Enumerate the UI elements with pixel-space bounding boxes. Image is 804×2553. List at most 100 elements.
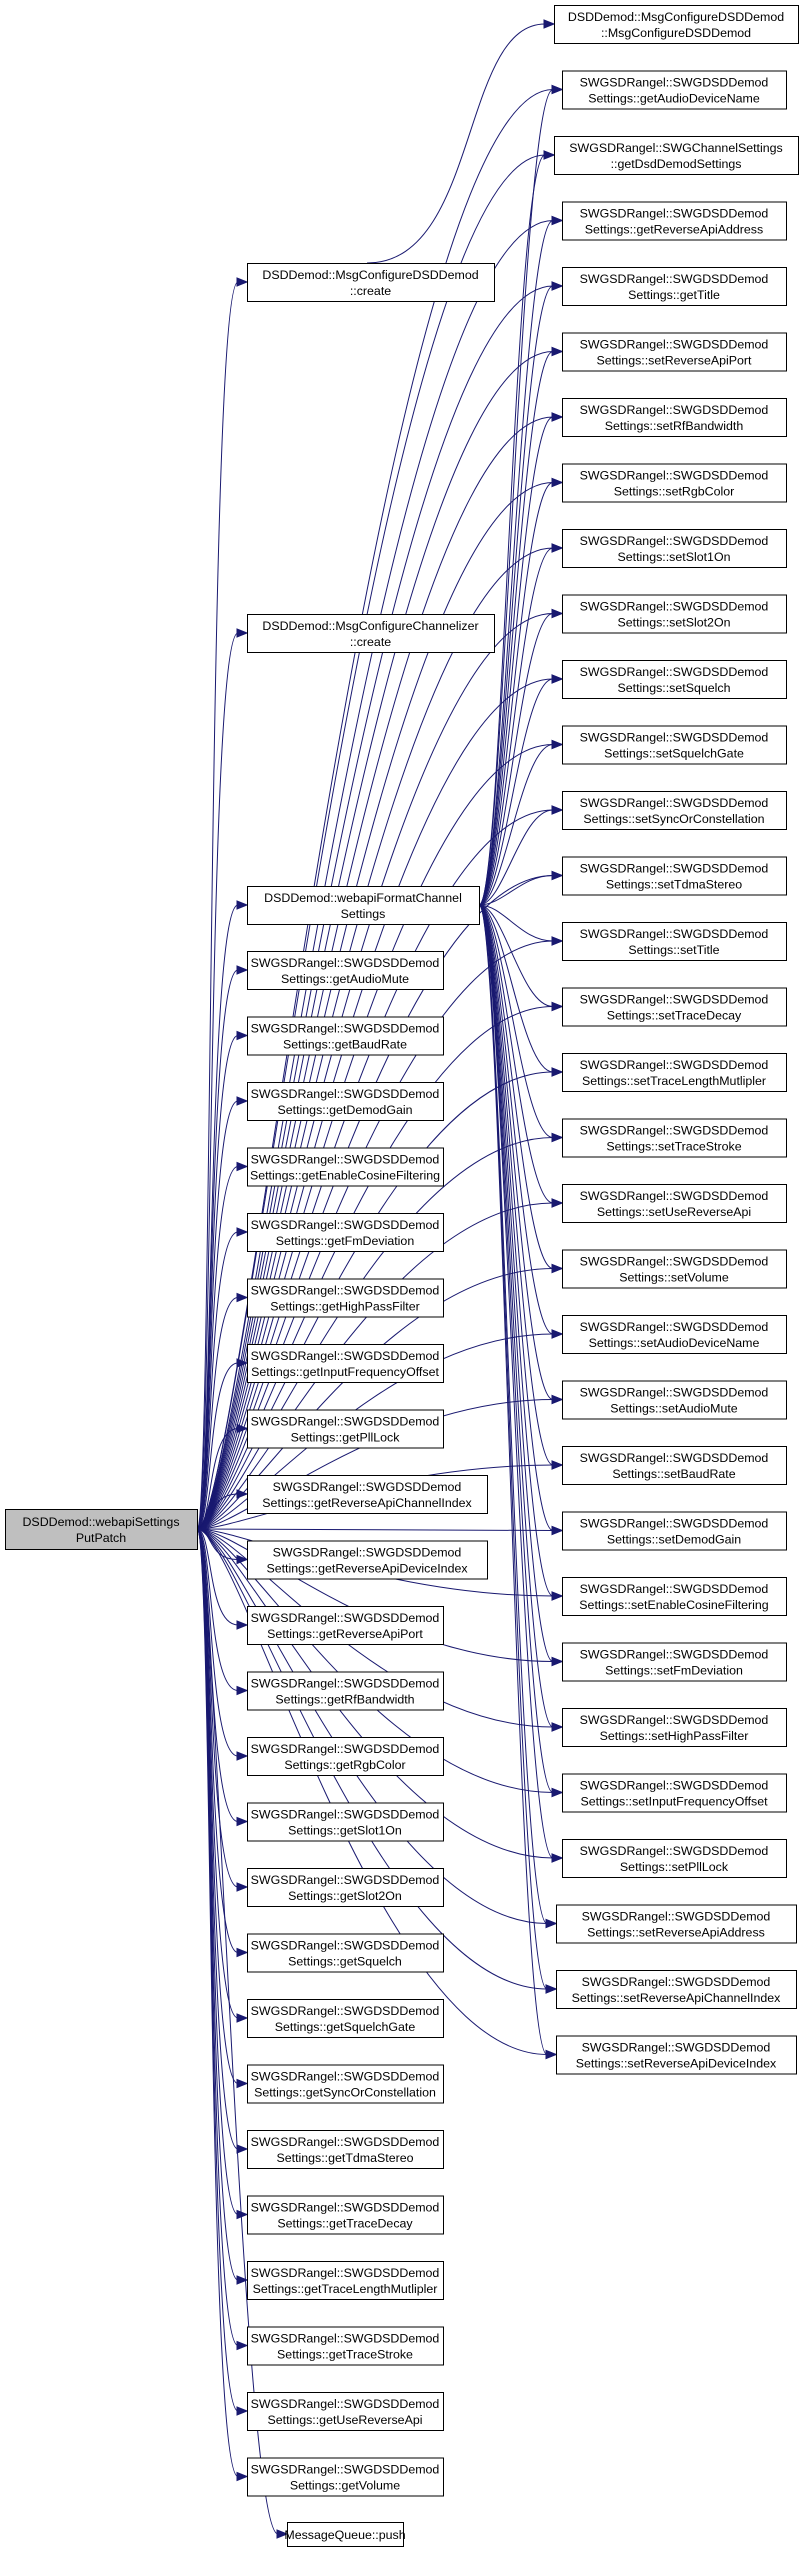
node-setinputfrequencyoffset[interactable]: SWGSDRangel::SWGDSDDemodSettings::setInp… bbox=[562, 1773, 787, 1813]
node-setenablecosinefiltering[interactable]: SWGSDRangel::SWGDSDDemodSettings::setEna… bbox=[562, 1577, 787, 1616]
node-getter-getreverseapichannelindex[interactable]: SWGSDRangel::SWGDSDDemodSettings::getRev… bbox=[247, 1475, 488, 1514]
node-getter-gettracelengthmutlipler[interactable]: SWGSDRangel::SWGDSDDemodSettings::getTra… bbox=[247, 2261, 444, 2300]
node-setsquelchgate[interactable]: SWGSDRangel::SWGDSDDemodSettings::setSqu… bbox=[562, 725, 787, 765]
node-getter-getrfbandwidth[interactable]: SWGSDRangel::SWGDSDDemodSettings::getRfB… bbox=[247, 1671, 444, 1711]
node-getdsddemodsettings-label-1: SWGSDRangel::SWGChannelSettings bbox=[569, 141, 782, 155]
node-setinputfrequencyoffset-box bbox=[562, 1773, 787, 1813]
node-getter-getaudiomute[interactable]: SWGSDRangel::SWGDSDDemodSettings::getAud… bbox=[247, 951, 444, 990]
node-setplllock[interactable]: SWGSDRangel::SWGDSDDemodSettings::setPll… bbox=[562, 1839, 787, 1878]
node-setreverseapiport[interactable]: SWGSDRangel::SWGDSDDemodSettings::setRev… bbox=[562, 332, 787, 372]
node-setfmdeviation[interactable]: SWGSDRangel::SWGDSDDemodSettings::setFmD… bbox=[562, 1642, 787, 1682]
node-setslot2on[interactable]: SWGSDRangel::SWGDSDDemodSettings::setSlo… bbox=[562, 594, 787, 634]
edge-format-to-node-setbaudrate bbox=[478, 904, 554, 1466]
node-sethighpassfilter-label-2: Settings::setHighPassFilter bbox=[600, 1729, 749, 1743]
node-getter-gettracedecay-label-2: Settings::getTraceDecay bbox=[277, 2217, 413, 2231]
node-setsyncorconstellation[interactable]: SWGSDRangel::SWGDSDDemodSettings::setSyn… bbox=[562, 791, 787, 830]
edge-format-to-node-setsquelchgate-arrowhead bbox=[551, 739, 564, 750]
node-getter-getrfbandwidth-label-1: SWGSDRangel::SWGDSDDemod bbox=[251, 1677, 440, 1691]
node-settracelengthmutlipler-label-1: SWGSDRangel::SWGDSDDemod bbox=[580, 1058, 769, 1072]
node-setreverseapiaddress[interactable]: SWGSDRangel::SWGDSDDemodSettings::setRev… bbox=[556, 1904, 797, 1944]
node-setbaudrate-label-2: Settings::setBaudRate bbox=[612, 1467, 735, 1481]
node-setdemodgain[interactable]: SWGSDRangel::SWGDSDDemodSettings::setDem… bbox=[562, 1511, 787, 1551]
edge-format-to-node-setdemodgain bbox=[478, 904, 554, 1531]
node-getter-gethighpassfilter[interactable]: SWGSDRangel::SWGDSDDemodSettings::getHig… bbox=[247, 1278, 444, 1318]
node-settracedecay[interactable]: SWGSDRangel::SWGDSDDemodSettings::setTra… bbox=[562, 987, 787, 1027]
node-setdemodgain-label-2: Settings::setDemodGain bbox=[607, 1533, 741, 1547]
node-getter-getfmdeviation[interactable]: SWGSDRangel::SWGDSDDemodSettings::getFmD… bbox=[247, 1213, 444, 1252]
node-setrgbcolor[interactable]: SWGSDRangel::SWGDSDDemodSettings::setRgb… bbox=[562, 463, 787, 503]
node-settdmastereo[interactable]: SWGSDRangel::SWGDSDDemodSettings::setTdm… bbox=[562, 856, 787, 896]
node-sethighpassfilter[interactable]: SWGSDRangel::SWGDSDDemodSettings::setHig… bbox=[562, 1708, 787, 1747]
edge-format-to-node-setreverseapichannelindex bbox=[478, 904, 548, 1990]
edge-format-to-node-settitle bbox=[478, 904, 554, 942]
node-msgconfiguredsddemod[interactable]: DSDDemod::MsgConfigureDSDDemod::MsgConfi… bbox=[554, 5, 799, 44]
edge-root-to-node-webapiformatchannelsettings-arrowhead bbox=[236, 900, 249, 910]
node-setbaudrate-box bbox=[562, 1446, 787, 1485]
node-setreverseapichannelindex[interactable]: SWGSDRangel::SWGDSDDemodSettings::setRev… bbox=[556, 1970, 797, 2009]
node-setsquelch[interactable]: SWGSDRangel::SWGDSDDemodSettings::setSqu… bbox=[562, 660, 787, 699]
node-getter-getreverseapichannelindex-label-2: Settings::getReverseApiChannelIndex bbox=[262, 1496, 472, 1510]
node-setvolume[interactable]: SWGSDRangel::SWGDSDDemodSettings::setVol… bbox=[562, 1249, 787, 1289]
node-settracelengthmutlipler[interactable]: SWGSDRangel::SWGDSDDemodSettings::setTra… bbox=[562, 1053, 787, 1092]
node-getter-gettracestroke[interactable]: SWGSDRangel::SWGDSDDemodSettings::getTra… bbox=[247, 2326, 444, 2366]
node-setbaudrate[interactable]: SWGSDRangel::SWGDSDDemodSettings::setBau… bbox=[562, 1446, 787, 1485]
node-getter-getdemodgain[interactable]: SWGSDRangel::SWGDSDDemodSettings::getDem… bbox=[247, 1082, 444, 1121]
call-edges bbox=[196, 19, 564, 2539]
node-getter-getplllock[interactable]: SWGSDRangel::SWGDSDDemodSettings::getPll… bbox=[247, 1409, 444, 1449]
edge-format-to-node-setreverseapiaddress-arrowhead bbox=[545, 1918, 558, 1929]
node-getter-getbaudrate-box bbox=[247, 1016, 444, 1056]
node-setaudiodevicename[interactable]: SWGSDRangel::SWGDSDDemodSettings::setAud… bbox=[562, 1315, 787, 1354]
node-getter-getsquelch[interactable]: SWGSDRangel::SWGDSDDemodSettings::getSqu… bbox=[247, 1933, 444, 1973]
node-getter-getrgbcolor-box bbox=[247, 1737, 444, 1776]
edge-root-to-node-getter-getenablecosinefiltering-arrowhead bbox=[236, 1161, 249, 1172]
edge-root-to-node-getter-gethighpassfilter bbox=[196, 1297, 239, 1530]
node-getter-getreverseapideviceindex[interactable]: SWGSDRangel::SWGDSDDemodSettings::getRev… bbox=[247, 1540, 488, 1580]
node-setdemodgain-box bbox=[562, 1511, 787, 1551]
node-setrfbandwidth[interactable]: SWGSDRangel::SWGDSDDemodSettings::setRfB… bbox=[562, 398, 787, 437]
edge-format-to-node-settracedecay-arrowhead bbox=[551, 1001, 564, 1012]
node-setusereverseapi[interactable]: SWGSDRangel::SWGDSDDemodSettings::setUse… bbox=[562, 1184, 787, 1223]
node-setreverseapichannelindex-box bbox=[556, 1970, 797, 2009]
node-getreverseapiaddress[interactable]: SWGSDRangel::SWGDSDDemodSettings::getRev… bbox=[562, 201, 787, 241]
node-getter-getusereverseapi[interactable]: SWGSDRangel::SWGDSDDemodSettings::getUse… bbox=[247, 2392, 444, 2431]
node-msgconfiguredsddemod-create[interactable]: DSDDemod::MsgConfigureDSDDemod::create bbox=[247, 263, 495, 302]
node-messagequeue-push[interactable]: MessageQueue::push bbox=[284, 2522, 406, 2547]
edge-root-to-node-getdsddemodsettings bbox=[196, 154, 546, 1530]
node-gettitle[interactable]: SWGSDRangel::SWGDSDDemodSettings::getTit… bbox=[562, 267, 787, 306]
node-getter-getsyncorconstellation[interactable]: SWGSDRangel::SWGDSDDemodSettings::getSyn… bbox=[247, 2064, 444, 2104]
node-settitle[interactable]: SWGSDRangel::SWGDSDDemodSettings::setTit… bbox=[562, 922, 787, 961]
node-msgconfigurechannelizer-create[interactable]: DSDDemod::MsgConfigureChannelizer::creat… bbox=[247, 614, 495, 653]
edge-root-to-node-setrgbcolor bbox=[196, 482, 554, 1530]
node-getter-getbaudrate[interactable]: SWGSDRangel::SWGDSDDemodSettings::getBau… bbox=[247, 1016, 444, 1056]
node-setslot1on[interactable]: SWGSDRangel::SWGDSDDemodSettings::setSlo… bbox=[562, 529, 787, 568]
node-getter-getslot2on[interactable]: SWGSDRangel::SWGDSDDemodSettings::getSlo… bbox=[247, 1868, 444, 1907]
node-getaudiodevicename[interactable]: SWGSDRangel::SWGDSDDemodSettings::getAud… bbox=[562, 70, 787, 110]
node-getter-gettracestroke-box bbox=[247, 2326, 444, 2366]
node-getter-gettracelengthmutlipler-label-1: SWGSDRangel::SWGDSDDemod bbox=[251, 2266, 440, 2280]
node-getter-getenablecosinefiltering[interactable]: SWGSDRangel::SWGDSDDemodSettings::getEna… bbox=[247, 1147, 444, 1187]
node-getter-getreverseapideviceindex-label-1: SWGSDRangel::SWGDSDDemod bbox=[273, 1546, 462, 1560]
node-setreverseapideviceindex[interactable]: SWGSDRangel::SWGDSDDemodSettings::setRev… bbox=[556, 2035, 797, 2075]
node-setreverseapiport-box bbox=[562, 332, 787, 372]
node-setsyncorconstellation-label-1: SWGSDRangel::SWGDSDDemod bbox=[580, 796, 769, 810]
node-setaudiomute[interactable]: SWGSDRangel::SWGDSDDemodSettings::setAud… bbox=[562, 1380, 787, 1420]
node-getter-getinputfrequencyoffset[interactable]: SWGSDRangel::SWGDSDDemodSettings::getInp… bbox=[247, 1344, 444, 1383]
node-getter-getreverseapiport[interactable]: SWGSDRangel::SWGDSDDemodSettings::getRev… bbox=[247, 1606, 444, 1645]
node-settracestroke[interactable]: SWGSDRangel::SWGDSDDemodSettings::setTra… bbox=[562, 1118, 787, 1158]
node-getter-getsyncorconstellation-label-1: SWGSDRangel::SWGDSDDemod bbox=[251, 2070, 440, 2084]
node-getaudiodevicename-label-1: SWGSDRangel::SWGDSDDemod bbox=[580, 76, 769, 90]
node-settdmastereo-box bbox=[562, 856, 787, 896]
node-getter-getrgbcolor[interactable]: SWGSDRangel::SWGDSDDemodSettings::getRgb… bbox=[247, 1737, 444, 1776]
node-getter-getslot1on[interactable]: SWGSDRangel::SWGDSDDemodSettings::getSlo… bbox=[247, 1802, 444, 1842]
node-getter-getreverseapiport-label-2: Settings::getReverseApiPort bbox=[267, 1627, 423, 1641]
node-getter-getvolume[interactable]: SWGSDRangel::SWGDSDDemodSettings::getVol… bbox=[247, 2457, 444, 2497]
node-getter-gettdmastereo[interactable]: SWGSDRangel::SWGDSDDemodSettings::getTdm… bbox=[247, 2130, 444, 2169]
node-getdsddemodsettings[interactable]: SWGSDRangel::SWGChannelSettings::getDsdD… bbox=[554, 136, 799, 175]
node-getter-getdemodgain-box bbox=[247, 1082, 444, 1121]
node-getter-getsquelchgate[interactable]: SWGSDRangel::SWGDSDDemodSettings::getSqu… bbox=[247, 1999, 444, 2038]
node-getter-getusereverseapi-label-1: SWGSDRangel::SWGDSDDemod bbox=[251, 2397, 440, 2411]
node-getter-gettracedecay[interactable]: SWGSDRangel::SWGDSDDemodSettings::getTra… bbox=[247, 2195, 444, 2235]
